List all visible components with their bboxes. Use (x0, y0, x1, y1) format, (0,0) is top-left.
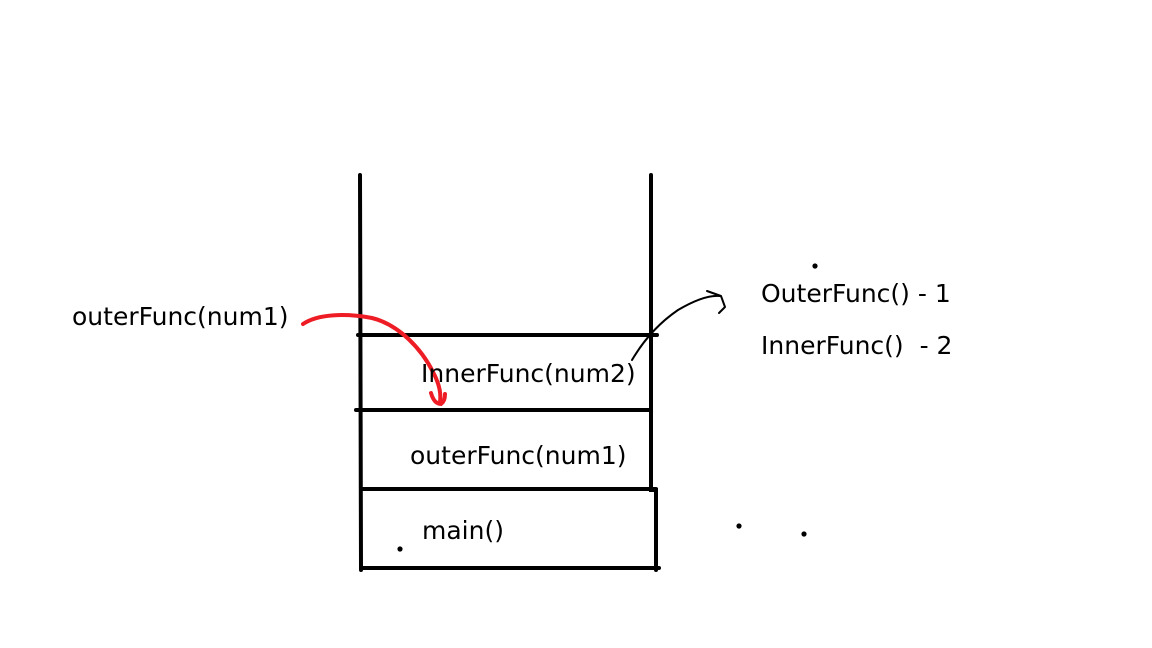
red-arrow-head (429, 391, 447, 407)
red-call-arrow (301, 313, 443, 404)
stack-frame-outer-func: outerFunc(num1) (410, 441, 627, 470)
stack-frame-main: main() (422, 516, 504, 545)
legend-inner-func: InnerFunc() - 2 (761, 331, 953, 360)
outer-func-call-label: outerFunc(num1) (72, 302, 289, 331)
black-pointer-arrow (631, 294, 721, 361)
legend-outer-func: OuterFunc() - 1 (761, 279, 951, 308)
stray-dot (397, 546, 403, 552)
stray-dot (812, 263, 818, 269)
stack-frame-inner-func: InnerFunc(num2) (421, 359, 636, 388)
stack-right-wall (649, 173, 658, 572)
stack-left-wall (358, 173, 363, 572)
stray-dot (801, 531, 807, 537)
stray-dot (736, 523, 742, 529)
black-arrow-head (706, 290, 726, 314)
